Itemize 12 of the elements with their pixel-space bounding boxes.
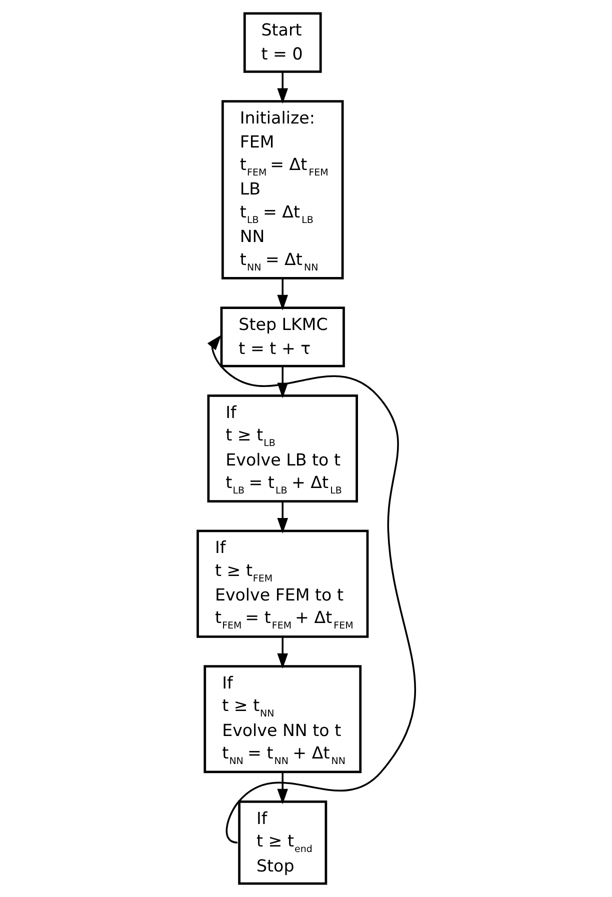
node-box: If t ≥ t$_{LB}$ Evolve LB to t t$_{LB}$ = t$_{LB}$ + Δt$_{LB}$ [206,394,358,502]
node-box: If t ≥ t$_{FEM}$ Evolve FEM to t t$_{FEM}$ = t$_{FEM}$ + Δt$_{FEM}$ [196,530,368,638]
arrow [276,636,288,669]
node-box: Start t = 0 [242,12,322,73]
arrow [276,72,288,104]
node-box: Initialize: FEM t$_{FEM}$ = Δt$_{FEM}$ LB t$_{LB}$ = Δt$_{LB}$ NN t$_{NN}$ = Δt$_{NN}$ [220,100,344,280]
node-box: If t ≥ t$_{end}$ Stop [238,800,327,885]
arrow [276,501,288,534]
arrow [276,772,288,804]
arrow [276,278,288,310]
node-box: Step LKMC t = t + τ [220,306,344,368]
node-box: If t ≥ t$_{NN}$ Evolve NN to t t$_{NN}$ = t$_{NN}$ + Δt$_{NN}$ [203,665,362,774]
